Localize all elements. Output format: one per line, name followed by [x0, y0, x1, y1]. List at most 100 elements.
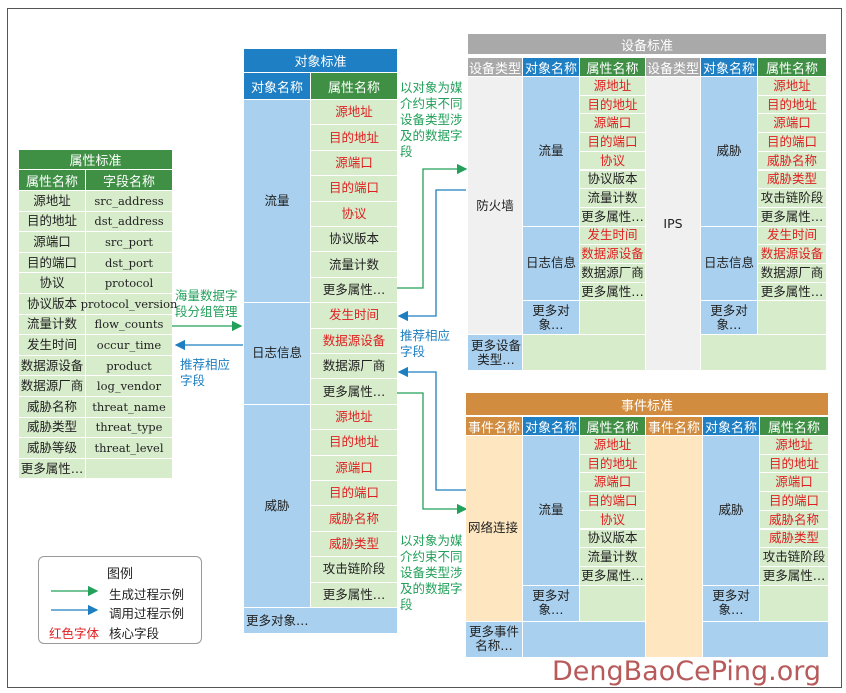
- device-std-attr-cell: 更多属性…: [580, 282, 645, 302]
- event-std-attr-cell: 协议版本: [580, 529, 645, 549]
- event-std-attr-cell: 更多属性…: [760, 566, 828, 586]
- attr-std-title: 属性标准: [19, 150, 172, 169]
- device-std-object-cell: 日志信息: [701, 226, 757, 302]
- device-std-col-type-2: 设备类型: [646, 58, 700, 77]
- event-std-attr-cell: 目的地址: [760, 454, 828, 474]
- obj-std-attr-cell: 目的地址: [311, 430, 397, 456]
- device-std-object-cell: 威胁: [701, 77, 757, 227]
- device-std-col-object: 对象名称: [523, 58, 579, 77]
- legend-red-label: 红色字体: [49, 626, 100, 641]
- device-std-attr-cell: 流量计数: [580, 189, 645, 208]
- event-std-attr-cell: 威胁类型: [760, 529, 828, 549]
- legend-box: 图例 生成过程示例 调用过程示例 红色字体 核心字段: [38, 556, 202, 644]
- attr-std-field-cell: src_address: [86, 191, 172, 212]
- device-std-bottom-filler-2: [701, 335, 826, 372]
- attr-std-name-cell: 数据源厂商: [19, 376, 85, 397]
- obj-std-attr-cell: 源地址: [311, 404, 397, 431]
- note-media-bottom: 以对象为媒介约束不同设备类型涉及的数据字段: [400, 533, 463, 612]
- event-std-attr-cell: 威胁名称: [760, 510, 828, 530]
- device-std-attr-cell: 数据源设备: [758, 245, 826, 264]
- device-std-attr-cell: 目的端口: [580, 133, 645, 152]
- obj-std-attr-cell: 威胁名称: [311, 506, 397, 532]
- note-mass-fields: 海量数据字段分组管理: [175, 288, 238, 319]
- attr-std-field-cell: src_port: [86, 232, 172, 253]
- event-std-object-cell: 流量: [523, 436, 579, 586]
- obj-std-attr-cell: 更多属性…: [311, 277, 397, 304]
- attr-std-name-cell: 威胁类型: [19, 417, 85, 439]
- event-std-title: 事件标准: [466, 393, 828, 415]
- event-std-more-objects: 更多对象…: [703, 585, 759, 622]
- device-std-attr-cell: 源端口: [758, 114, 826, 134]
- device-std-type-firewall: 防火墙: [468, 77, 522, 336]
- event-std-attr-cell: 流量计数: [580, 548, 645, 567]
- event-std-attr-cell: 源端口: [580, 473, 645, 493]
- device-std-attr-cell: 数据源设备: [580, 245, 645, 264]
- event-std-col-event-2: 事件名称: [646, 417, 702, 436]
- obj-std-attr-cell: 发生时间: [311, 303, 397, 329]
- outer-frame: [7, 8, 842, 688]
- event-std-event-network: 网络连接: [466, 436, 522, 622]
- event-std-attr-cell: 目的端口: [760, 492, 828, 511]
- attr-std-field-cell: threat_type: [86, 417, 172, 439]
- event-std-col-object: 对象名称: [523, 417, 579, 436]
- obj-std-object-cell: 日志信息: [244, 303, 310, 405]
- attr-std-name-cell: 威胁等级: [19, 438, 85, 459]
- device-std-type-ips: IPS: [646, 77, 700, 372]
- obj-std-attr-cell: 威胁类型: [311, 531, 397, 558]
- event-std-object-cell: 威胁: [703, 436, 759, 586]
- device-std-attr-cell: 源地址: [580, 77, 645, 96]
- device-std-attr-cell: 更多属性…: [758, 207, 826, 227]
- attr-std-name-cell: 威胁名称: [19, 397, 85, 418]
- attr-std-name-cell: 数据源设备: [19, 355, 85, 377]
- event-std-col-attr-2: 属性名称: [760, 417, 828, 436]
- attr-std-field-cell: dst_port: [86, 252, 172, 274]
- obj-std-attr-cell: 目的地址: [311, 125, 397, 151]
- obj-std-attr-cell: 源端口: [311, 455, 397, 481]
- legend-title: 图例: [106, 567, 133, 582]
- attr-std-field-cell: occur_time: [86, 335, 172, 356]
- event-std-attr-cell: 协议: [580, 510, 645, 530]
- obj-std-title: 对象标准: [244, 49, 397, 72]
- obj-std-attr-cell: 协议: [311, 201, 397, 227]
- obj-std-attr-cell: 数据源厂商: [311, 354, 397, 380]
- obj-std-more-objects: 更多对象…: [244, 608, 397, 634]
- obj-std-attr-cell: 源端口: [311, 150, 397, 177]
- event-std-attr-cell: 更多属性…: [580, 566, 645, 586]
- legend-generate-label: 生成过程示例: [109, 587, 185, 602]
- attr-std-field-cell: product: [86, 355, 172, 377]
- note-media-top: 以对象为媒介约束不同设备类型涉及的数据字段: [400, 80, 463, 159]
- attr-std-field-cell: log_vendor: [86, 376, 172, 397]
- note-recommend-left: 推荐相应字段: [180, 357, 231, 388]
- attr-std-field-cell: dst_address: [86, 211, 172, 233]
- obj-std-col-attr: 属性名称: [311, 73, 397, 99]
- device-std-title: 设备标准: [468, 34, 826, 54]
- attr-std-col-name: 属性名称: [19, 170, 85, 190]
- attr-std-name-cell: 目的端口: [19, 252, 85, 274]
- device-std-attr-cell: 威胁类型: [758, 170, 826, 190]
- event-std-col-object-2: 对象名称: [703, 417, 759, 436]
- device-std-attr-cell: 攻击链阶段: [758, 189, 826, 208]
- obj-std-col-object: 对象名称: [244, 73, 310, 99]
- device-std-attr-cell: 目的地址: [580, 95, 645, 115]
- attr-std-field-cell: [86, 458, 172, 480]
- attr-std-name-cell: 协议: [19, 273, 85, 294]
- device-std-col-attr-2: 属性名称: [758, 58, 826, 77]
- event-std-more-events: 更多事件名称…: [466, 621, 522, 658]
- obj-std-attr-cell: 更多属性…: [311, 582, 397, 608]
- device-std-object-cell: 流量: [523, 77, 579, 227]
- device-std-attr-cell: 更多属性…: [580, 207, 645, 227]
- device-std-attr-cell: 协议版本: [580, 170, 645, 190]
- arrow-device-to-obj: [397, 189, 466, 322]
- event-std-attr-filler: [580, 585, 645, 622]
- device-std-attr-filler: [580, 301, 645, 336]
- attr-std-field-cell: flow_counts: [86, 314, 172, 336]
- event-std-col-attr: 属性名称: [580, 417, 645, 436]
- device-std-more-objects: 更多对象…: [523, 301, 579, 336]
- event-std-bottom-filler-2: [703, 621, 828, 658]
- obj-std-attr-cell: 源地址: [311, 100, 397, 126]
- device-std-attr-cell: 数据源厂商: [580, 264, 645, 283]
- attr-std-name-cell: 源地址: [19, 191, 85, 212]
- device-std-attr-cell: 目的地址: [758, 95, 826, 115]
